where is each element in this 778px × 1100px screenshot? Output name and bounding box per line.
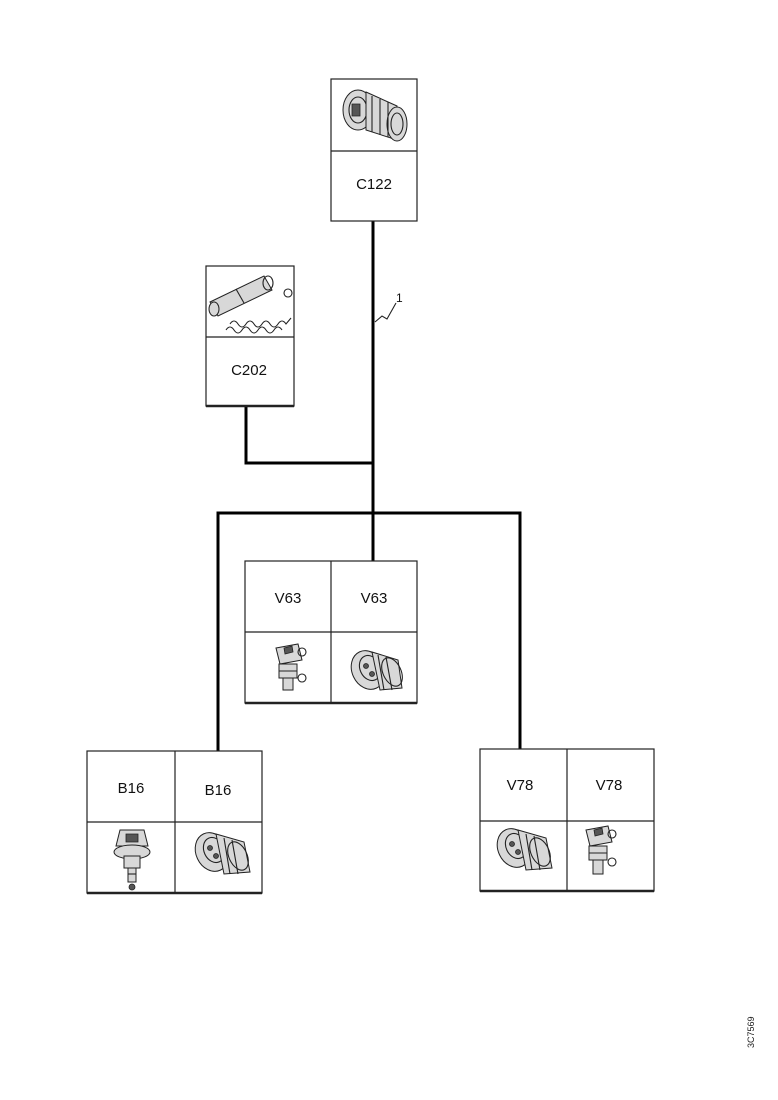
connector-v78-label-left: V78: [507, 777, 534, 794]
connector-b16-label-right: B16: [205, 782, 232, 799]
connector-b16-label-left: B16: [118, 780, 145, 797]
wiring-harness: [216, 219, 522, 753]
connector-plug-icon: [350, 650, 403, 691]
document-id: 3C7569: [746, 1016, 778, 1049]
wire-splice-icon: [208, 275, 293, 334]
wire-reference: 1: [374, 291, 403, 323]
valve-icon: [275, 643, 307, 691]
connector-housing-icon: [342, 89, 408, 142]
wire-reference-number: 1: [396, 291, 403, 305]
connector-v78-group: V78 V78: [479, 748, 655, 893]
document-id-text: 3C7569: [746, 1016, 756, 1048]
connector-c202: C202: [205, 265, 295, 408]
connector-v63-label-left: V63: [275, 590, 302, 607]
wire-c202-branch: [244, 405, 375, 465]
sensor-icon: [113, 829, 151, 891]
connector-plug-icon: [496, 828, 553, 871]
connector-c202-label: C202: [231, 362, 267, 379]
valve-icon: [585, 825, 617, 875]
connector-v78-label-right: V78: [596, 777, 623, 794]
connector-v63-label-right: V63: [361, 590, 388, 607]
connector-b16-group: B16 B16: [86, 750, 263, 895]
connector-plug-icon: [194, 832, 251, 875]
connector-v63-group: V63 V63: [244, 560, 418, 705]
wire-reference-leader: [374, 302, 397, 323]
connector-c122-label: C122: [356, 176, 392, 193]
connector-c122: C122: [330, 78, 418, 222]
